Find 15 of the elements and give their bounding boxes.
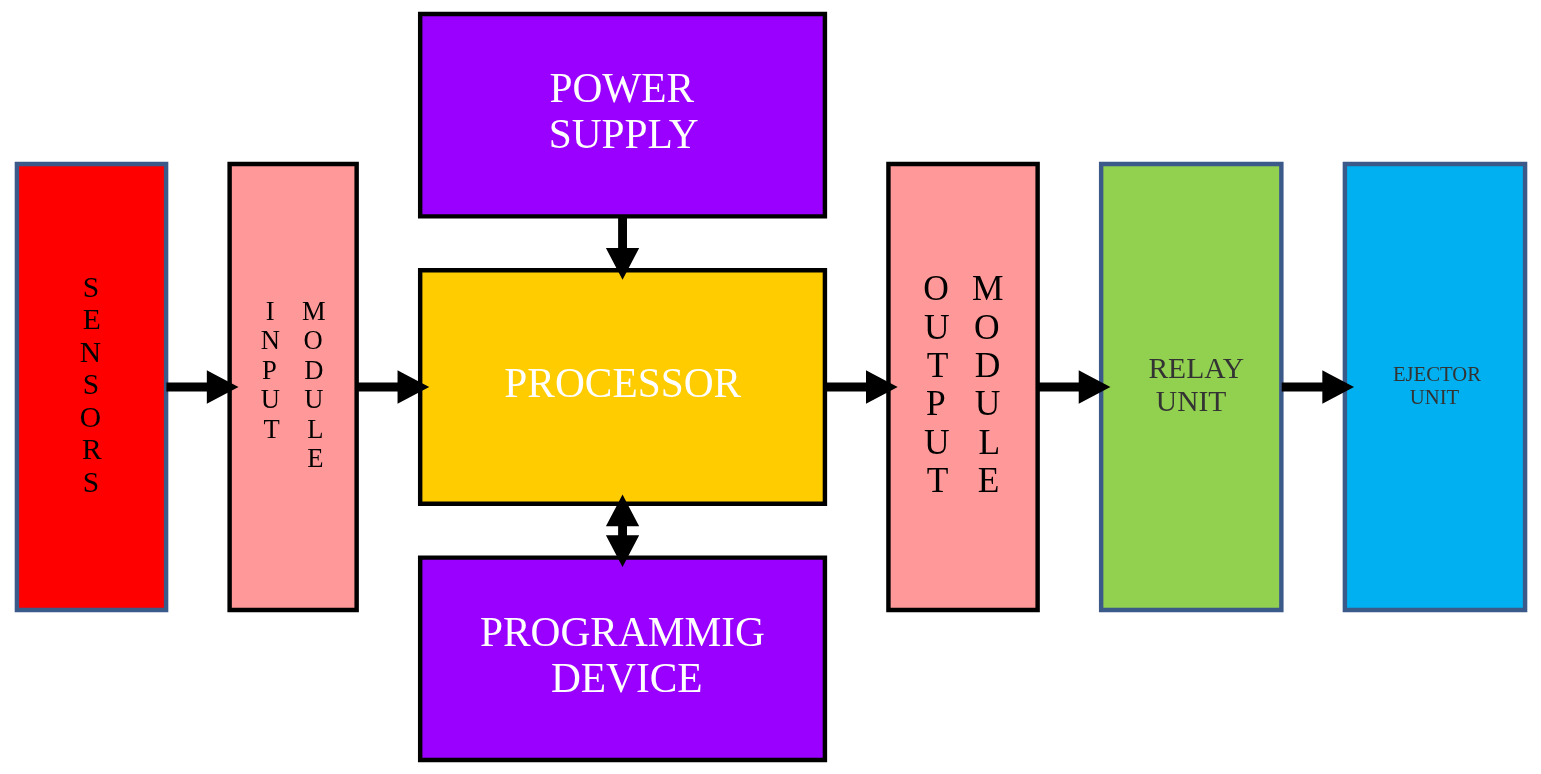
node-box: EJECTOR UNIT [1342, 161, 1527, 613]
node-box: POWER SUPPLY [417, 11, 827, 219]
arrow [1281, 370, 1354, 404]
arrow [605, 216, 639, 280]
node-box: SENSORS [14, 161, 168, 613]
node-box: PROCESSOR [417, 268, 827, 506]
arrow [1037, 370, 1110, 404]
arrow [356, 370, 429, 404]
node-box: OUTPUT MODULE [885, 161, 1040, 613]
arrow [165, 370, 238, 404]
node-box: INPUT MODULE [226, 161, 359, 613]
node-box: RELAY UNIT [1098, 161, 1284, 613]
arrow [824, 370, 898, 404]
arrow [605, 494, 639, 567]
node-box: PROGRAMMIG DEVICE [417, 555, 827, 763]
